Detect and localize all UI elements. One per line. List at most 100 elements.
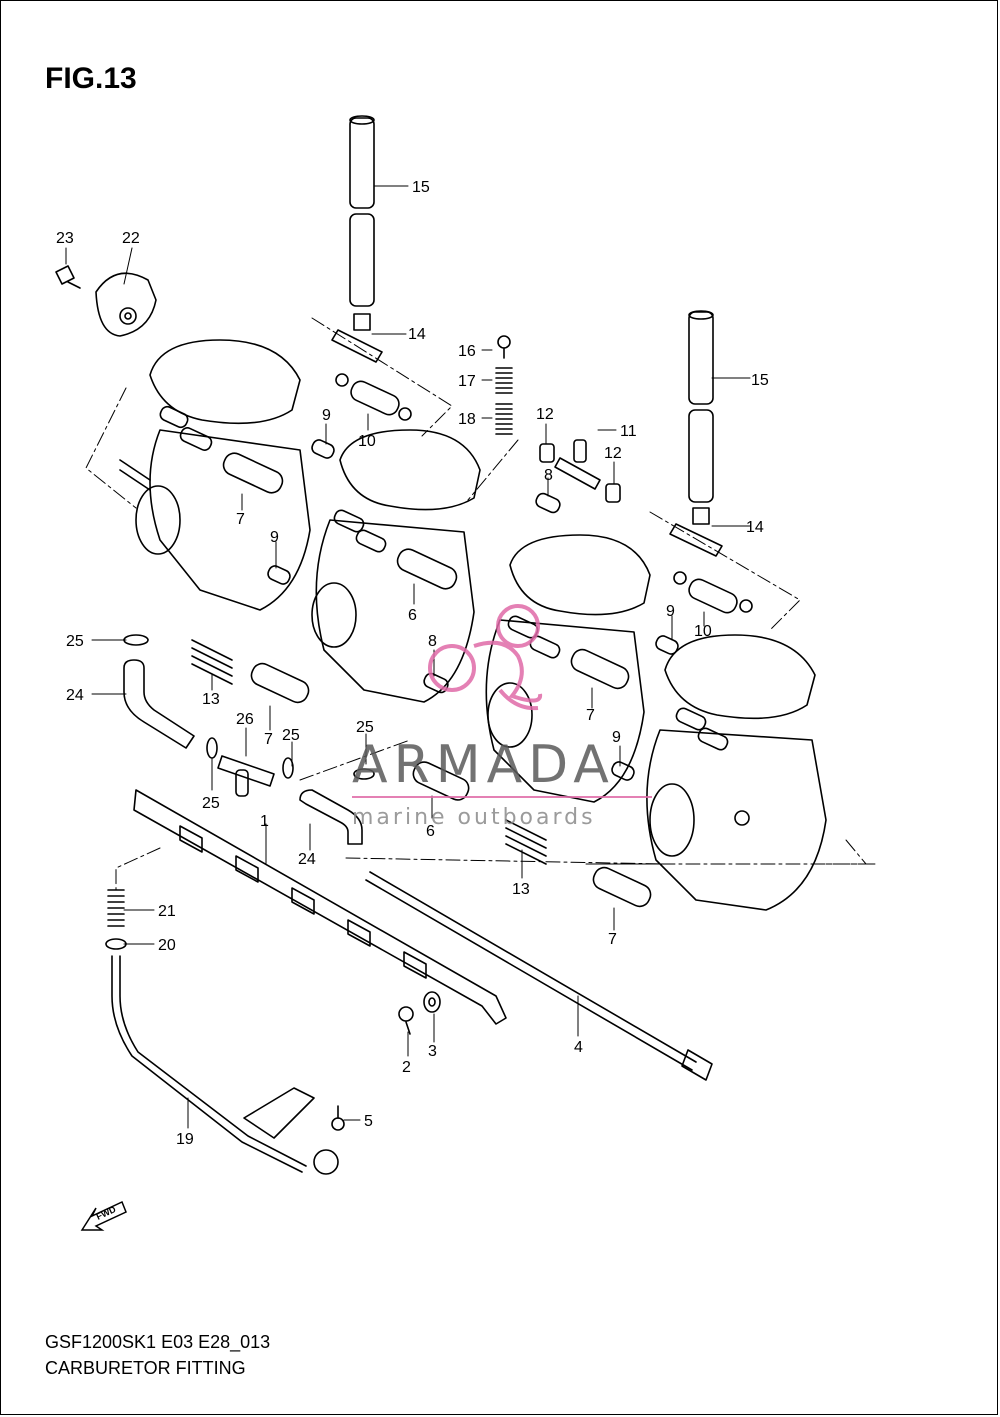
- part-22-throttle-position-sensor: [95, 272, 157, 337]
- callout-25-d: 25: [356, 719, 374, 736]
- callout-24-b: 24: [298, 851, 316, 868]
- armada-logo-icon: [428, 604, 543, 711]
- callout-9-d: 9: [612, 729, 621, 746]
- callout-25-b: 25: [202, 795, 220, 812]
- callout-17: 17: [458, 373, 476, 390]
- callout-20: 20: [158, 937, 176, 954]
- part-25-clip-c: [282, 757, 294, 779]
- part-20-washer: [105, 938, 127, 950]
- callout-4: 4: [574, 1039, 583, 1056]
- part-6-hose-a: [396, 548, 458, 590]
- alignment-lines: [85, 317, 877, 891]
- part-17-spring: [495, 367, 513, 394]
- part-9-cap-c: [655, 635, 679, 655]
- callout-21: 21: [158, 903, 176, 920]
- callout-26: 26: [236, 711, 254, 728]
- part-24-bent-hose-b: [299, 789, 363, 845]
- callout-25-a: 25: [66, 633, 84, 650]
- part-16-screw: [497, 335, 511, 359]
- callout-7-c: 7: [586, 707, 595, 724]
- armada-watermark: ARMADA marine outboards: [352, 604, 652, 830]
- callout-2: 2: [402, 1059, 411, 1076]
- callout-7-a: 7: [236, 511, 245, 528]
- callout-15-left: 15: [412, 179, 430, 196]
- watermark-tagline: marine outboards: [352, 805, 596, 830]
- callout-7-d: 7: [608, 931, 617, 948]
- part-21-spring: [107, 889, 125, 927]
- callout-10-a: 10: [358, 433, 376, 450]
- part-7-hose-b: [250, 662, 310, 704]
- part-9-cap-d: [611, 761, 635, 781]
- part-12-nipple-b: [605, 483, 621, 503]
- part-18-spring: [495, 403, 513, 435]
- part-15-tube-left: [349, 115, 375, 307]
- part-1-bracket: [133, 789, 507, 1025]
- callout-14-right: 14: [746, 519, 764, 536]
- callout-10-b: 10: [694, 623, 712, 640]
- callout-numbers: 15 15 14 14 23 22 16 17 18 12 12 11 9 9 …: [56, 179, 769, 1148]
- callout-8-b: 8: [428, 633, 437, 650]
- callout-16: 16: [458, 343, 476, 360]
- callout-9-c: 9: [666, 603, 675, 620]
- callout-5: 5: [364, 1113, 373, 1130]
- figure-title: FIG.13: [45, 62, 137, 95]
- footer-diagram-name: CARBURETOR FITTING: [45, 1358, 246, 1378]
- callout-22: 22: [122, 230, 140, 247]
- carburetor-body-4: [646, 634, 827, 911]
- callout-25-c: 25: [282, 727, 300, 744]
- part-23-screw: [55, 265, 81, 289]
- part-7-hose-c: [570, 648, 630, 690]
- part-14-tee-right: [669, 507, 723, 557]
- callout-13-b: 13: [512, 881, 530, 898]
- callout-12-b: 12: [604, 445, 622, 462]
- callout-14-left: 14: [408, 326, 426, 343]
- carburetor-body-2: [311, 429, 481, 703]
- callout-9-b: 9: [270, 529, 279, 546]
- callout-24-a: 24: [66, 687, 84, 704]
- carburetor-body-1: [119, 339, 311, 611]
- part-19-adjuster-cable: [111, 955, 339, 1175]
- part-3-washer: [423, 991, 441, 1013]
- callout-8-a: 8: [544, 467, 553, 484]
- callout-13-a: 13: [202, 691, 220, 708]
- part-7-hose-a: [222, 452, 284, 494]
- callout-6-b: 6: [426, 823, 435, 840]
- part-4-long-rod: [365, 871, 713, 1081]
- callout-11: 11: [620, 423, 637, 440]
- watermark-brand: ARMADA: [352, 735, 615, 795]
- part-25-clip-d: [353, 768, 375, 780]
- callout-7-b: 7: [264, 731, 273, 748]
- part-9-cap-a: [311, 439, 335, 459]
- callout-23: 23: [56, 230, 74, 247]
- part-10-hose-a: [335, 373, 412, 421]
- part-14-tee-left: [331, 313, 383, 363]
- footer-model-code: GSF1200SK1 E03 E28_013: [45, 1332, 271, 1352]
- part-2-screw: [398, 1006, 414, 1035]
- part-25-clip-a: [123, 634, 149, 646]
- part-6-hose-b: [412, 761, 470, 801]
- part-7-hose-d: [592, 866, 652, 908]
- callout-19: 19: [176, 1131, 194, 1148]
- callout-18: 18: [458, 411, 476, 428]
- callout-6-a: 6: [408, 607, 417, 624]
- part-11-t-joint: [554, 439, 601, 490]
- callout-1: 1: [260, 813, 269, 830]
- part-15-tube-right: [688, 310, 714, 503]
- callout-9-a: 9: [322, 407, 331, 424]
- part-10-hose-b: [673, 571, 753, 614]
- part-25-clip-b: [206, 737, 218, 759]
- part-13-spring-a: [191, 639, 233, 685]
- part-12-nipple-a: [539, 443, 555, 463]
- callout-12-a: 12: [536, 406, 554, 423]
- fwd-arrow-icon: FWD: [80, 1200, 127, 1231]
- part-5-screw: [331, 1105, 345, 1131]
- part-26-t-fitting: [217, 755, 275, 797]
- part-8-cap-a: [535, 492, 561, 514]
- callout-15-right: 15: [751, 372, 769, 389]
- part-9-cap-b: [267, 565, 291, 585]
- part-13-spring-b: [505, 819, 547, 865]
- callout-leader-lines: [65, 185, 751, 1129]
- part-24-bent-hose-a: [123, 659, 195, 749]
